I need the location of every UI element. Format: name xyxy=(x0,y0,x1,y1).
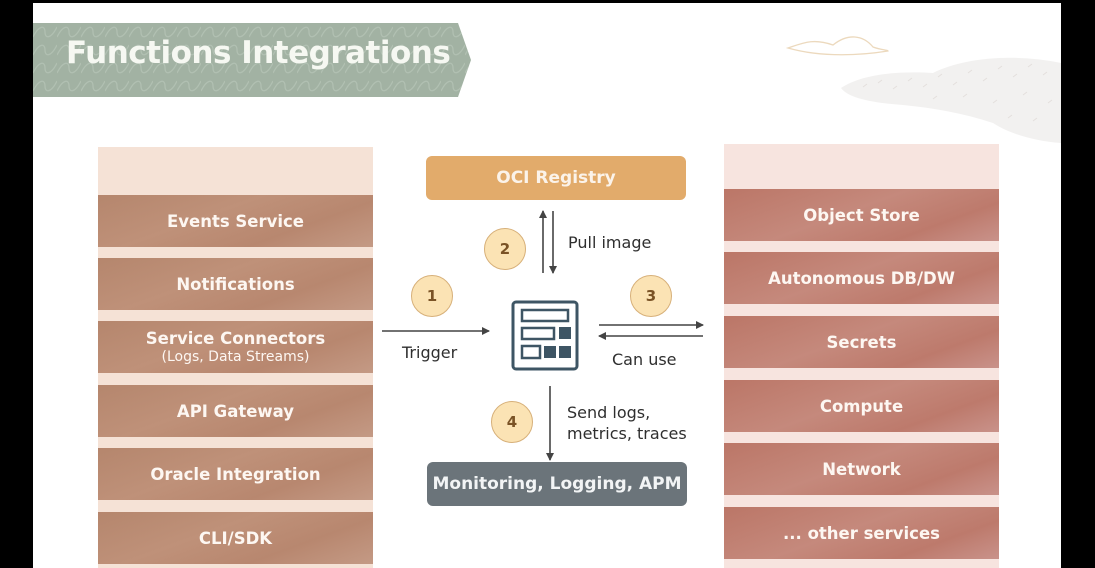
service-label: Secrets xyxy=(826,332,897,352)
service-label: Notifications xyxy=(176,274,295,294)
monitoring-box: Monitoring, Logging, APM xyxy=(427,462,687,506)
trigger-sources-column: Events Service Notifications Service Con… xyxy=(98,147,373,568)
step-number: 3 xyxy=(645,287,657,305)
service-label: Compute xyxy=(819,396,904,416)
service-label: Autonomous DB/DW xyxy=(768,268,955,288)
service-notifications: Notifications xyxy=(98,258,373,310)
service-label: ... other services xyxy=(783,523,940,543)
page-title: Functions Integrations xyxy=(66,35,451,71)
service-label: Oracle Integration xyxy=(150,464,321,484)
service-object-store: Object Store xyxy=(724,189,999,241)
trigger-label: Trigger xyxy=(402,343,458,362)
can-use-label: Can use xyxy=(612,350,677,369)
service-label: API Gateway xyxy=(176,401,295,421)
service-autonomous-db: Autonomous DB/DW xyxy=(724,252,999,304)
service-label: Service Connectors xyxy=(145,329,326,348)
service-other: ... other services xyxy=(724,507,999,559)
step-badge-4: 4 xyxy=(491,401,533,443)
send-logs-label-line2: metrics, traces xyxy=(567,424,687,443)
service-label: CLI/SDK xyxy=(198,528,273,548)
service-sublabel: (Logs, Data Streams) xyxy=(161,349,310,365)
send-logs-label-line1: Send logs, xyxy=(567,403,651,422)
oci-registry-box: OCI Registry xyxy=(426,156,686,200)
service-connectors: Service Connectors (Logs, Data Streams) xyxy=(98,321,373,373)
function-app-icon xyxy=(511,300,579,371)
step-badge-1: 1 xyxy=(411,275,453,317)
service-cli-sdk: CLI/SDK xyxy=(98,512,373,564)
title-banner: Functions Integrations xyxy=(33,23,471,97)
slide: Functions Integrations Events Service No… xyxy=(33,3,1061,568)
step-badge-3: 3 xyxy=(630,275,672,317)
step-number: 1 xyxy=(426,287,438,305)
service-label: Network xyxy=(822,459,901,479)
monitoring-label: Monitoring, Logging, APM xyxy=(432,474,682,494)
pull-image-label: Pull image xyxy=(568,233,652,252)
oci-services-column: Object Store Autonomous DB/DW Secrets Co… xyxy=(724,144,999,568)
service-secrets: Secrets xyxy=(724,316,999,368)
step-badge-2: 2 xyxy=(484,228,526,270)
service-events: Events Service xyxy=(98,195,373,247)
step-number: 4 xyxy=(506,413,518,431)
step-number: 2 xyxy=(499,240,511,258)
registry-label: OCI Registry xyxy=(496,168,616,188)
decorative-landscape-icon xyxy=(785,36,1061,143)
service-label: Events Service xyxy=(166,211,304,231)
service-oracle-integration: Oracle Integration xyxy=(98,448,373,500)
service-compute: Compute xyxy=(724,380,999,432)
service-api-gateway: API Gateway xyxy=(98,385,373,437)
service-network: Network xyxy=(724,443,999,495)
service-label: Object Store xyxy=(803,205,920,225)
